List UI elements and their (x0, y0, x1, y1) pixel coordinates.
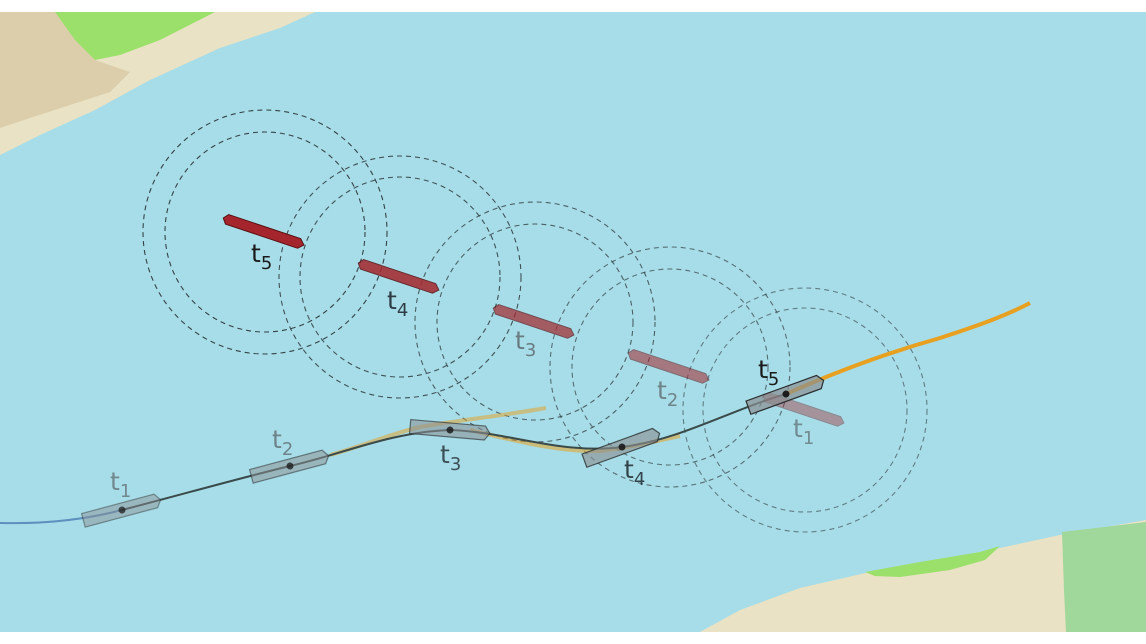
own-ship-label-t3: t3 (440, 440, 461, 475)
safety-ring-t1-inner (702, 307, 908, 513)
water (0, 12, 1146, 632)
own-ship-t1 (80, 493, 162, 528)
target-ship-label-t3: t3 (515, 326, 536, 361)
safety-ring-t2-outer (549, 246, 791, 488)
own-ship-label-t4: t4 (624, 455, 645, 490)
target-ship-label-t4: t4 (387, 286, 408, 321)
safety-ring-t4-inner (299, 176, 501, 378)
lower-right-grass (865, 546, 1000, 577)
safety-ring-t2-inner (571, 268, 769, 466)
target-ship-snapshots (222, 214, 845, 427)
target-ship-t3 (492, 304, 575, 339)
own-ship-t2 (248, 449, 330, 484)
lower-right-land (1062, 522, 1146, 632)
own-ship-t4 (581, 427, 661, 469)
target-ship-t2 (627, 349, 710, 384)
safety-ring-t5-outer (142, 109, 388, 355)
own-ship-label-t5: t5 (758, 355, 779, 390)
target-ship-t4 (357, 259, 440, 294)
planned-path-ahead (785, 301, 1031, 396)
safety-ring-t3-outer (414, 201, 656, 443)
own-ship-label-t2: t2 (272, 425, 293, 460)
target-ship-t5 (222, 214, 305, 249)
target-ship-label-t1: t1 (793, 414, 814, 449)
safety-ring-t5-inner (164, 131, 366, 333)
own-ship-snapshots (80, 374, 825, 528)
safety-ring-t3-inner (436, 223, 634, 421)
lower-right-shore (700, 520, 1146, 632)
target-ship-label-t2: t2 (657, 376, 678, 411)
safety-ring-t1-outer (682, 287, 928, 533)
safety-rings (142, 109, 928, 533)
upper-left-grass (55, 12, 215, 60)
time-labels: t1 t2 t3 t4 t5 t1 t2 t3 t4 t5 (110, 239, 814, 502)
safety-ring-t4-outer (278, 155, 522, 399)
own-ship-t5 (745, 374, 825, 416)
upper-left-land (0, 12, 130, 128)
own-ship-history-trail (0, 509, 123, 525)
own-ship-label-t1: t1 (110, 467, 131, 502)
own-ship-t3 (408, 418, 491, 441)
target-ship-label-t5: t5 (251, 239, 272, 274)
